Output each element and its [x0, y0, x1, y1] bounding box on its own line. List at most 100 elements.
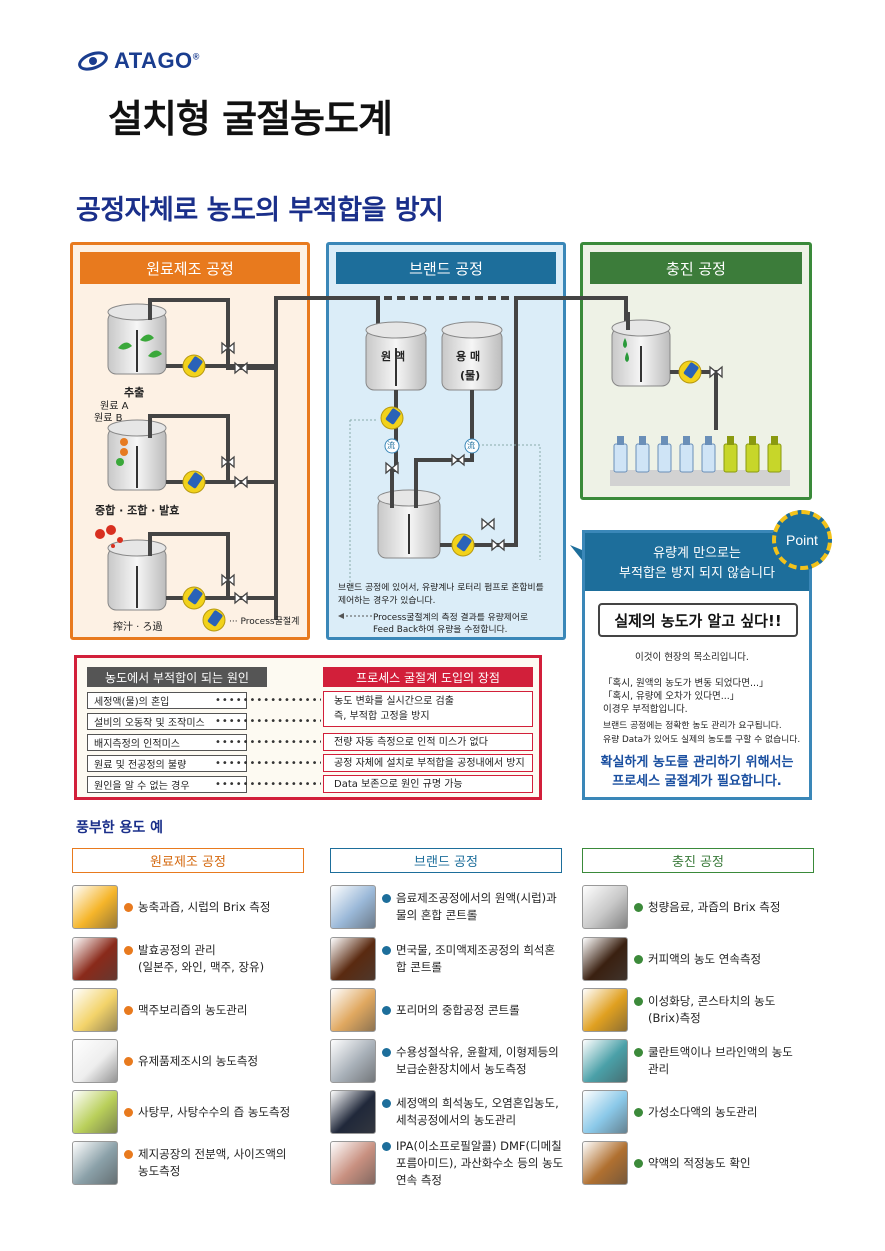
usage-item-text: 이성화당, 콘스타치의 농도(Brix)측정 [648, 993, 775, 1027]
usage-item-line: 수용성절삭유, 윤활제, 이형제등의 [396, 1045, 559, 1059]
usage-item-line: 음료제조공정에서의 원액(시럽)과 [396, 891, 557, 905]
blend-note-4: Feed Back하여 유량을 수정합니다. [373, 625, 508, 635]
usage-item-text: 포리머의 중합공정 콘트롤 [396, 1002, 520, 1019]
usage-item-text: 농축과즙, 시럽의 Brix 측정 [138, 899, 270, 916]
point-badge: Point [772, 510, 832, 570]
usage-item-line: 세정액의 희석농도, 오염혼입농도, [396, 1096, 559, 1110]
point-header: 유량계 만으로는 부적합은 방지 되지 않습니다 [585, 533, 809, 591]
usage-thumbnail [330, 1141, 376, 1185]
usage-item-text: 세정액의 희석농도, 오염혼입농도, 세척공정에서의 농도관리 [396, 1095, 559, 1129]
usage-item-text: 가성소다액의 농도관리 [648, 1104, 757, 1121]
usage-thumbnail [582, 1141, 628, 1185]
bullet-icon [124, 1056, 133, 1066]
brand-name: ATAGO® [114, 48, 200, 73]
blend-note-3: Process굴절계의 측정 결과를 유량제어로 [373, 613, 529, 623]
bullet-icon [634, 954, 643, 964]
usage-category-fill: 충진 공정 [582, 848, 814, 873]
usage-thumbnail [72, 1141, 118, 1185]
usage-item: 세정액의 희석농도, 오염혼입농도, 세척공정에서의 농도관리 [382, 1095, 559, 1129]
usage-item-text: 사탕무, 사탕수수의 즙 농도측정 [138, 1104, 290, 1121]
usage-thumbnail [330, 1090, 376, 1134]
usage-item: 청량음료, 과즙의 Brix 측정 [634, 899, 780, 916]
cause-item: 원료 및 전공정의 불량 [87, 755, 247, 772]
quote-3: 이경우 부적합입니다. [603, 704, 688, 715]
usage-item-line: 포리머의 중합공정 콘트롤 [396, 1002, 520, 1017]
benefits-title: 프로세스 굴절계 도입의 장점 [323, 667, 533, 687]
bullet-icon [382, 1005, 391, 1015]
bullet-icon [634, 902, 643, 912]
label-squeeze: 搾汁 · ろ過 [113, 622, 163, 633]
tank-label-raw: 원 액 [381, 350, 406, 363]
atago-logo-icon [78, 51, 108, 71]
usage-thumbnail [330, 988, 376, 1032]
cause-item: 원인을 알 수 없는 경우 [87, 776, 247, 793]
bullet-icon [124, 1005, 133, 1015]
cause-item: 세정액(물)의 혼입 [87, 692, 247, 709]
point-conclusion: 확실하게 농도를 관리하기 위해서는 프로세스 굴절계가 필요합니다. [600, 755, 794, 789]
usage-thumbnail [72, 885, 118, 929]
usage-thumbnail [330, 1039, 376, 1083]
flow-mark-2: 流 [467, 441, 475, 450]
bullet-icon [634, 997, 643, 1006]
benefit-item: 공정 자체에 설치로 부적합을 공정내에서 방지 [323, 754, 533, 772]
usage-item: 맥주보리즙의 농도관리 [124, 1002, 247, 1019]
usage-item-line: 세척공정에서의 농도관리 [396, 1113, 517, 1127]
page-title: 설치형 굴절농도계 [108, 97, 393, 141]
usage-item: 가성소다액의 농도관리 [634, 1104, 757, 1121]
bullet-icon [124, 1150, 133, 1159]
usage-item-line: 포름아미드), 과산화수소 등의 농도 [396, 1155, 564, 1170]
usage-thumbnail [72, 1090, 118, 1134]
field-voice: 이것이 현장의 목소리입니다. [635, 652, 749, 663]
label-mix: 중합 · 조합 · 발효 [95, 504, 180, 517]
blend-note-1: 브랜드 공정에 있어서, 유량계나 로터리 펌프로 혼합비를 [338, 583, 544, 593]
fill-process-title: 충진 공정 [590, 252, 802, 284]
usage-item-line: 가성소다액의 농도관리 [648, 1104, 758, 1119]
usage-item-line: (일본주, 와인, 맥주, 장유) [138, 960, 265, 974]
usage-item-line: 청량음료, 과즙의 Brix 측정 [648, 899, 781, 914]
usage-category-blend: 브랜드 공정 [330, 848, 562, 873]
usage-item-line: 관리 [648, 1062, 670, 1076]
blend-note-2: 제어하는 경우가 있습니다. [338, 596, 436, 606]
blend-process-title: 브랜드 공정 [336, 252, 556, 284]
point-callout: 유량계 만으로는 부적합은 방지 되지 않습니다 실제의 농도가 알고 싶다!!… [582, 530, 812, 800]
usage-thumbnail [582, 1090, 628, 1134]
usage-item-line: 면국물, 조미액제조공정의 희석혼 [396, 943, 556, 957]
usage-item-line: (Brix)측정 [648, 1011, 701, 1025]
bullet-icon [124, 902, 133, 912]
cause-item: 설비의 오동작 및 조작미스 [87, 713, 247, 730]
bullet-icon [382, 894, 391, 903]
usage-thumbnail [582, 937, 628, 981]
bullet-icon [382, 946, 391, 955]
usage-item-line: 보급순환장치에서 농도측정 [396, 1062, 527, 1076]
usage-thumbnail [72, 988, 118, 1032]
bullet-icon [382, 1141, 391, 1151]
usage-item-line: 농축과즙, 시럽의 Brix 측정 [138, 899, 271, 914]
dotted-arrow: •••••••••••••••••• [215, 716, 321, 727]
usage-item-line: 발효공정의 관리 [138, 943, 216, 957]
usage-item-text: 청량음료, 과즙의 Brix 측정 [648, 899, 780, 916]
usage-item: 발효공정의 관리 (일본주, 와인, 맥주, 장유) [124, 942, 264, 976]
fill-process-panel: 충진 공정 [580, 242, 812, 500]
usage-item-line: 농도측정 [138, 1164, 181, 1178]
bullet-icon [634, 1048, 643, 1057]
usage-item: 유제품제조시의 농도측정 [124, 1053, 258, 1070]
usage-section-title: 풍부한 용도 예 [76, 820, 164, 836]
usage-item-line: IPA(이소프로필알콜) DMF(디메칠 [396, 1138, 562, 1153]
usage-item-line: 쿨란트액이나 브라인액의 농도 [648, 1045, 793, 1059]
usage-item-line: 제지공장의 전분액, 사이즈액의 [138, 1147, 287, 1161]
point-desc-1: 브랜드 공정에는 정확한 농도 관리가 요구됩니다. [603, 721, 782, 731]
dotted-arrow: •••••••••••••••••• [215, 779, 321, 790]
usage-category-raw: 원료제조 공정 [72, 848, 304, 873]
want-to-know-box: 실제의 농도가 알고 싶다!! [598, 603, 798, 637]
bullet-icon [382, 1048, 391, 1057]
usage-item-text: 맥주보리즙의 농도관리 [138, 1002, 247, 1019]
usage-thumbnail [330, 937, 376, 981]
usage-item-line: 사탕무, 사탕수수의 즙 농도측정 [138, 1104, 291, 1119]
